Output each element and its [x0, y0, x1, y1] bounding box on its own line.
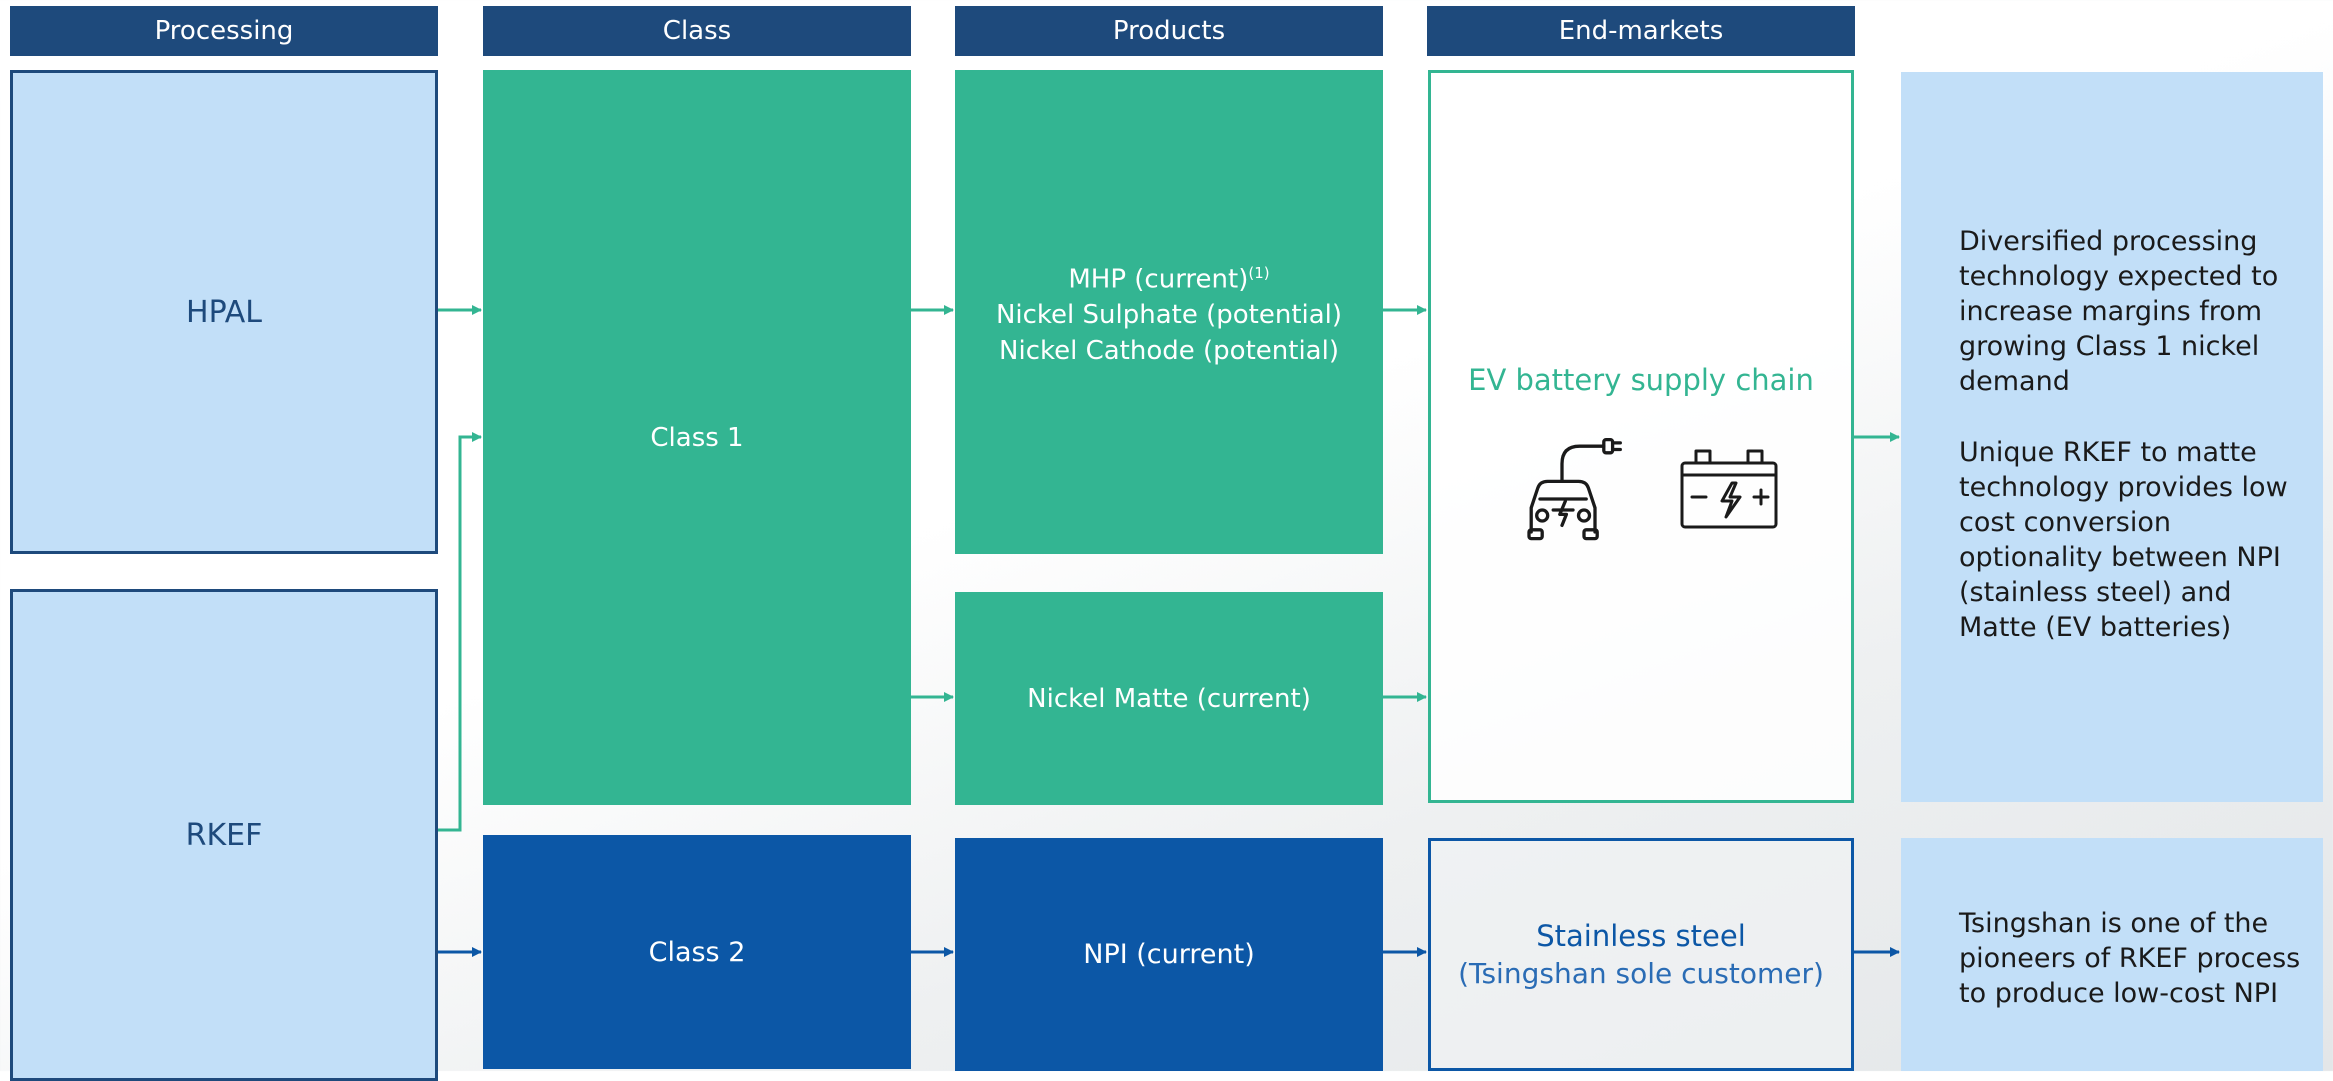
class1-label: Class 1	[650, 422, 744, 453]
electric-car-icon	[1527, 437, 1622, 541]
header-class: Class	[483, 6, 911, 56]
note-rkef-matte: Unique RKEF to matte technology provides…	[1959, 437, 2288, 643]
class2-box: Class 2	[483, 835, 911, 1069]
arrow-rkef-class1	[438, 432, 482, 832]
mhp-label: MHP (current)	[1068, 264, 1249, 295]
cathode-label: Nickel Cathode (potential)	[999, 336, 1339, 367]
class1-box: Class 1	[483, 70, 911, 805]
rkef-box: RKEF	[10, 589, 438, 1081]
mhp-footnote: (1)	[1248, 263, 1270, 282]
rkef-label: RKEF	[185, 817, 263, 853]
ev-title: EV battery supply chain	[1468, 363, 1814, 397]
mhp-line: MHP (current)(1)	[1068, 255, 1269, 298]
npi-box: NPI (current)	[955, 838, 1383, 1071]
class2-label: Class 2	[648, 936, 746, 968]
stainless-market-box: Stainless steel (Tsingshan sole customer…	[1428, 838, 1854, 1071]
header-processing: Processing	[10, 6, 438, 56]
header-products: Products	[955, 6, 1383, 56]
stainless-title: Stainless steel	[1536, 918, 1746, 953]
npi-label: NPI (current)	[1083, 939, 1255, 970]
note-panel-bottom: Tsingshan is one of the pioneers of RKEF…	[1901, 838, 2323, 1071]
stainless-subtitle: (Tsingshan sole customer)	[1458, 956, 1824, 990]
matte-label: Nickel Matte (current)	[1027, 683, 1311, 714]
note-tsingshan: Tsingshan is one of the pioneers of RKEF…	[1959, 908, 2301, 1009]
hpal-label: HPAL	[186, 294, 262, 330]
hpal-products-box: MHP (current)(1) Nickel Sulphate (potent…	[955, 70, 1383, 554]
note-panel-top: Diversified processing technology expect…	[1901, 72, 2323, 802]
battery-icon	[1680, 449, 1778, 529]
matte-box: Nickel Matte (current)	[955, 592, 1383, 805]
ev-market-box: EV battery supply chain	[1428, 70, 1854, 803]
hpal-box: HPAL	[10, 70, 438, 554]
header-end-markets: End-markets	[1427, 6, 1855, 56]
note-diversified: Diversified processing technology expect…	[1959, 226, 2279, 397]
sulphate-label: Nickel Sulphate (potential)	[995, 300, 1343, 331]
